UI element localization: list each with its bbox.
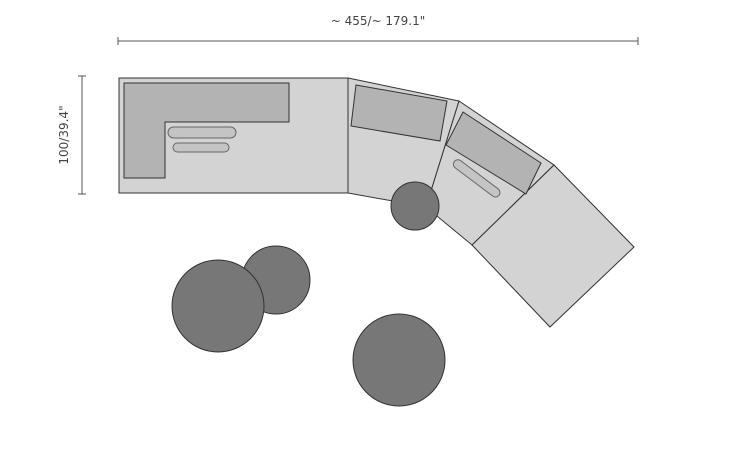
width-dimension: ~ 455/~ 179.1" xyxy=(117,14,639,45)
end-section xyxy=(471,164,635,328)
l-cushion xyxy=(123,82,290,179)
width-label: ~ 455/~ 179.1" xyxy=(331,14,426,28)
back-cushion-2 xyxy=(445,111,542,195)
back-cushion-1 xyxy=(350,84,448,142)
side-table xyxy=(390,181,440,231)
coffee-table-round xyxy=(352,313,446,407)
depth-dimension: 100/39.4" xyxy=(57,75,86,195)
pillow xyxy=(452,159,501,198)
depth-label: 100/39.4" xyxy=(57,105,71,164)
coffee-table-large xyxy=(171,259,265,353)
pillow xyxy=(167,126,237,139)
pillow xyxy=(172,142,230,153)
